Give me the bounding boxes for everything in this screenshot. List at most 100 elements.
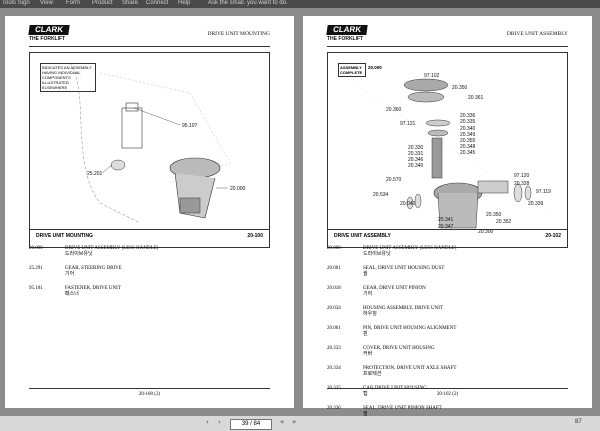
part-desc: PIN, DRIVE UNIT HOUSING ALIGNMENT xyxy=(363,326,457,331)
next-page-icon[interactable]: › xyxy=(218,418,221,426)
assembly-note: ASSEMBLY COMPLETE xyxy=(338,63,366,77)
part-desc: SEAL, DRIVE UNIT PINION SHAFT xyxy=(363,406,442,411)
parts-list: 20.000 DRIVE UNIT ASSEMBLY (LESS HANDLE)드… xyxy=(327,246,568,426)
menu-share[interactable]: Share xyxy=(122,0,139,6)
divider xyxy=(327,46,568,47)
divider xyxy=(327,388,568,389)
part-desc: DRIVE UNIT ASSEMBLY (LESS HANDLE) xyxy=(363,246,457,251)
part-desc-ko: 패스너 xyxy=(65,292,79,297)
status-bar: ‹ › 39 / 84 « » 87 xyxy=(0,416,600,431)
drive-unit-mounting-drawing: 95.107 25.201 20.000 xyxy=(69,62,246,224)
part-number: 20.333 xyxy=(327,346,341,351)
zoom-level[interactable]: 87 xyxy=(575,419,582,425)
clark-logo: CLARK THE FORKLIFT xyxy=(326,25,368,43)
page-footer: 20-102 (2) xyxy=(436,392,459,397)
callout: 20.352 xyxy=(496,219,512,225)
figure-box: 97.102 20.350 20.361 20.360 20.336 20.33… xyxy=(327,52,568,248)
callout: 20.328 xyxy=(514,181,530,187)
callout: 20.534 xyxy=(373,192,389,198)
figure-number: 20-102 xyxy=(545,233,561,239)
document-page-left: CLARK THE FORKLIFT DRIVE UNIT MOUNTING 9… xyxy=(5,16,294,408)
callout: 97.119 xyxy=(536,189,551,195)
assembly-note: INDICATES AN ASSEMBLY HAVING INDIVIDUAL … xyxy=(40,63,96,92)
menu-connect[interactable]: Connect xyxy=(146,0,169,6)
callout: 20.336 xyxy=(460,113,476,119)
last-page-icon[interactable]: » xyxy=(292,418,297,426)
part-number: 20.001 xyxy=(327,266,341,271)
part-number: 20.336 xyxy=(327,406,341,411)
first-page-icon[interactable]: « xyxy=(280,418,285,426)
part-desc-ko: 드라이브유닛 xyxy=(65,252,93,257)
part-desc-ko: 드라이브유닛 xyxy=(363,252,391,257)
callout: 20.330 xyxy=(408,145,424,151)
page-title: DRIVE UNIT MOUNTING xyxy=(207,31,270,37)
part-number: 25.291 xyxy=(29,266,43,271)
figure-box: 95.107 25.201 20.000 INDICATES AN ASSEMB… xyxy=(29,52,270,248)
callout: 20.347 xyxy=(438,224,454,230)
figure-label: DRIVE UNIT MOUNTING xyxy=(36,233,93,239)
logo-mark: CLARK xyxy=(326,25,368,35)
divider xyxy=(328,229,567,230)
callout: 20.300 xyxy=(478,229,494,235)
part-number: 20.061 xyxy=(327,326,341,331)
part-desc-ko: 프로텍션 xyxy=(363,372,382,377)
part-number: 20.334 xyxy=(327,366,341,371)
part-number: 20.000 xyxy=(29,246,43,251)
part-desc-ko: 기어 xyxy=(65,272,75,277)
callout: 20.348 xyxy=(460,144,476,150)
logo-sub: THE FORKLIFT xyxy=(327,36,364,42)
divider xyxy=(29,388,270,389)
menu-view[interactable]: View xyxy=(40,0,53,6)
figure-label: DRIVE UNIT ASSEMBLY xyxy=(334,233,391,239)
menu-product[interactable]: Product xyxy=(92,0,113,6)
part-desc: GEAR, DRIVE UNIT PINION xyxy=(363,286,426,291)
part-desc-ko: 핀 xyxy=(363,332,368,337)
callout: 20.349 xyxy=(460,132,476,138)
document-page-right: CLARK THE FORKLIFT DRIVE UNIT ASSEMBLY 9… xyxy=(303,16,592,417)
figure-number: 20-100 xyxy=(247,233,263,239)
part-number: 20.034 xyxy=(327,306,341,311)
callout: 20.340 xyxy=(408,163,424,169)
part-desc-ko: 씰 xyxy=(363,272,368,277)
part-desc: HOUSING ASSEMBLY, DRIVE UNIT xyxy=(363,306,443,311)
callout: 20.350 xyxy=(452,85,468,91)
part-number: 20.000 xyxy=(327,246,341,251)
page-footer: 20-100 (2) xyxy=(138,392,161,397)
part-desc-ko: 하우징 xyxy=(363,312,377,317)
callout: 20.331 xyxy=(408,151,424,157)
menu-tools[interactable]: Tools Sign xyxy=(2,0,30,6)
drive-unit-assembly-drawing: 97.102 20.350 20.361 20.360 20.336 20.33… xyxy=(349,73,551,235)
callout: 20.040 xyxy=(400,201,416,207)
callout: 20.355 xyxy=(460,138,476,144)
callout: 20.340 xyxy=(460,126,476,132)
part-desc: PROTECTION, DRIVE UNIT AXLE SHAFT xyxy=(363,366,457,371)
callout: 20.346 xyxy=(408,157,424,163)
search-ask[interactable]: Ask the small. you want to do. xyxy=(208,0,288,6)
page-indicator[interactable]: 39 / 84 xyxy=(230,419,272,430)
callout: 20.341 xyxy=(438,217,454,223)
callout: 20.350 xyxy=(486,212,502,218)
part-desc: GEAR, STEERING DRIVE xyxy=(65,266,122,271)
prev-page-icon[interactable]: ‹ xyxy=(206,418,209,426)
callout: 20.570 xyxy=(386,177,402,183)
part-desc: FASTENER, DRIVE UNIT xyxy=(65,286,121,291)
part-number: 20.018 xyxy=(327,286,341,291)
part-number: 95.101 xyxy=(29,286,43,291)
callout: 97.102 xyxy=(424,73,440,79)
menu-help[interactable]: Help xyxy=(178,0,191,6)
list-item: 20.000 DRIVE UNIT ASSEMBLY (LESS HANDLE)드… xyxy=(327,246,568,258)
parts-list: 20.000 DRIVE UNIT ASSEMBLY (LESS HANDLE)… xyxy=(29,246,270,306)
callout: 97.121 xyxy=(400,121,416,127)
callout: 20.345 xyxy=(460,150,476,156)
menu-form[interactable]: Form xyxy=(66,0,80,6)
page-title: DRIVE UNIT ASSEMBLY xyxy=(506,31,568,37)
logo-sub: THE FORKLIFT xyxy=(29,36,66,42)
